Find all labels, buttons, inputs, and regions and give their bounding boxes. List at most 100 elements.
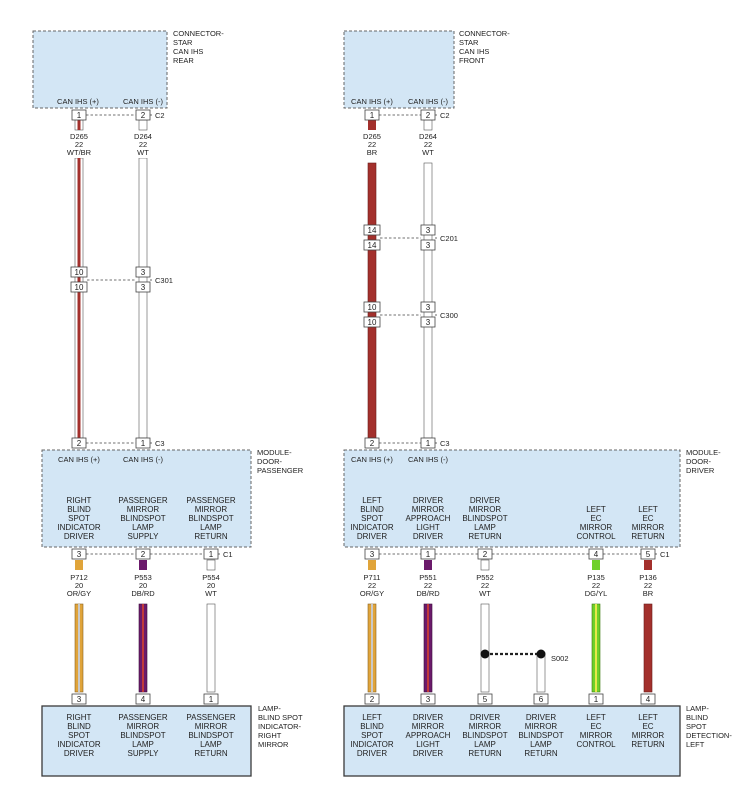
connector-c2-rear[interactable]: 1 2 C2 xyxy=(71,109,165,121)
connector-c3-driver[interactable]: 2 1 C3 xyxy=(364,437,450,449)
svg-text:P554: P554 xyxy=(202,573,220,582)
svg-text:BLINDSPOT: BLINDSPOT xyxy=(462,731,507,740)
svg-text:LAMP: LAMP xyxy=(530,740,552,749)
connector-rear-name-2: STAR xyxy=(173,38,193,47)
svg-text:CONTROL: CONTROL xyxy=(576,532,616,541)
svg-text:LAMP: LAMP xyxy=(474,740,496,749)
connector-lamp-left-pins[interactable]: 2 3 5 6 1 4 xyxy=(364,693,656,705)
wire-label-d264-right: D264 22 WT xyxy=(413,131,443,162)
wire-d265-right[interactable] xyxy=(367,162,377,439)
svg-text:LAMP: LAMP xyxy=(200,523,222,532)
svg-text:3: 3 xyxy=(426,318,431,327)
passenger-function-2: PASSENGER MIRROR BLINDSPOT LAMP SUPPLY xyxy=(118,496,167,541)
svg-text:DRIVER: DRIVER xyxy=(413,496,443,505)
svg-text:3: 3 xyxy=(77,695,82,704)
wire-label-d265-right: D265 22 BR xyxy=(357,131,387,162)
wire-p554[interactable] xyxy=(206,559,216,693)
svg-text:LEFT: LEFT xyxy=(686,740,705,749)
splice-s002-label: S002 xyxy=(551,654,569,663)
wire-d264-right[interactable] xyxy=(423,162,433,439)
svg-text:MIRROR: MIRROR xyxy=(127,505,160,514)
connector-c301[interactable]: 10 10 3 3 C301 xyxy=(70,266,173,293)
svg-text:P712: P712 xyxy=(70,573,88,582)
wire-p712[interactable] xyxy=(74,560,84,693)
wire-p552[interactable] xyxy=(480,559,490,693)
svg-text:BLIND: BLIND xyxy=(67,722,91,731)
wire-p711[interactable] xyxy=(367,560,377,693)
svg-text:MIRROR: MIRROR xyxy=(580,523,613,532)
connector-id-c1-driver: C1 xyxy=(660,550,670,559)
connector-star-can-ihs-rear[interactable]: CONNECTOR- STAR CAN IHS REAR CAN IHS (+)… xyxy=(32,29,224,109)
wire-s002-branch[interactable] xyxy=(480,649,546,693)
svg-text:D264: D264 xyxy=(419,132,437,141)
svg-text:22: 22 xyxy=(481,581,489,590)
svg-text:SPOT: SPOT xyxy=(68,731,90,740)
lamp-left-function-6: LEFT EC MIRROR RETURN xyxy=(631,713,665,749)
connector-star-can-ihs-front[interactable]: CONNECTOR- STAR CAN IHS FRONT CAN IHS (+… xyxy=(343,29,510,109)
module-door-passenger[interactable]: MODULE- DOOR- PASSENGER CAN IHS (+) CAN … xyxy=(41,448,304,548)
svg-text:SPOT: SPOT xyxy=(361,731,383,740)
svg-text:2: 2 xyxy=(370,695,375,704)
wire-p551[interactable] xyxy=(423,560,433,693)
svg-text:PASSENGER: PASSENGER xyxy=(186,496,235,505)
wire-label-p551: P551 22 DB/RD xyxy=(411,571,445,603)
svg-text:SPOT: SPOT xyxy=(686,722,707,731)
svg-text:LAMP: LAMP xyxy=(200,740,222,749)
svg-text:LAMP-: LAMP- xyxy=(258,704,281,713)
svg-text:WT/BR: WT/BR xyxy=(67,148,92,157)
svg-text:LAMP: LAMP xyxy=(474,523,496,532)
svg-text:APPROACH: APPROACH xyxy=(406,731,451,740)
wire-label-d264-left: D264 22 WT xyxy=(128,131,158,158)
connector-c2-front[interactable]: 1 2 C2 xyxy=(364,109,450,121)
connector-c3-passenger[interactable]: 2 1 C3 xyxy=(71,437,165,449)
connector-c1-driver[interactable]: 3 1 2 4 5 C1 xyxy=(364,548,670,560)
passenger-function-3: PASSENGER MIRROR BLINDSPOT LAMP RETURN xyxy=(186,496,235,541)
svg-text:LAMP: LAMP xyxy=(132,740,154,749)
wire-label-p136: P136 22 BR xyxy=(633,571,663,603)
wire-label-p553: P553 20 DB/RD xyxy=(126,571,160,603)
svg-text:BLIND: BLIND xyxy=(686,713,709,722)
connector-c1-passenger[interactable]: 3 2 1 C1 xyxy=(71,548,233,560)
module-door-driver[interactable]: MODULE- DOOR- DRIVER CAN IHS (+) CAN IHS… xyxy=(343,448,721,548)
svg-text:RETURN: RETURN xyxy=(468,532,502,541)
svg-text:LIGHT: LIGHT xyxy=(416,740,440,749)
svg-text:1: 1 xyxy=(209,695,214,704)
driver-function-3: DRIVER MIRROR BLINDSPOT LAMP RETURN xyxy=(462,496,507,541)
lamp-left-function-1: LEFT BLIND SPOT INDICATOR DRIVER xyxy=(350,713,393,758)
svg-text:MIRROR: MIRROR xyxy=(412,505,445,514)
lamp-blind-spot-indicator-right-mirror[interactable]: LAMP- BLIND SPOT INDICATOR- RIGHT MIRROR… xyxy=(41,704,303,777)
svg-text:3: 3 xyxy=(426,226,431,235)
svg-text:14: 14 xyxy=(368,226,377,235)
wire-p136[interactable] xyxy=(643,560,653,693)
svg-text:MIRROR: MIRROR xyxy=(632,731,665,740)
connector-front-pin-label-2: CAN IHS (-) xyxy=(408,97,449,106)
lamp-right-function-3: PASSENGER MIRROR BLINDSPOT LAMP RETURN xyxy=(186,713,235,758)
svg-text:D265: D265 xyxy=(70,132,88,141)
wire-d264-left[interactable] xyxy=(138,157,148,439)
lamp-blind-spot-detection-left[interactable]: LAMP- BLIND SPOT DETECTION- LEFT LEFT BL… xyxy=(343,704,732,777)
connector-id-c2-rear: C2 xyxy=(155,111,165,120)
wire-d265-left[interactable] xyxy=(74,157,84,439)
connector-c300[interactable]: 10 10 3 3 C300 xyxy=(363,301,458,328)
svg-text:EC: EC xyxy=(590,514,601,523)
svg-text:RETURN: RETURN xyxy=(194,749,228,758)
wire-p553[interactable] xyxy=(138,560,148,693)
svg-text:P711: P711 xyxy=(364,573,381,582)
connector-c201[interactable]: 14 14 3 3 C201 xyxy=(363,224,458,251)
svg-text:2: 2 xyxy=(370,439,375,448)
svg-text:10: 10 xyxy=(75,268,84,277)
svg-text:10: 10 xyxy=(368,318,377,327)
svg-text:1: 1 xyxy=(426,439,431,448)
svg-text:BLINDSPOT: BLINDSPOT xyxy=(120,731,165,740)
svg-text:DRIVER: DRIVER xyxy=(686,466,715,475)
wire-label-p135: P135 22 DG/YL xyxy=(580,571,612,603)
connector-lamp-right-pins[interactable]: 3 4 1 xyxy=(71,693,219,705)
svg-text:RETURN: RETURN xyxy=(631,740,665,749)
svg-text:WT: WT xyxy=(137,148,149,157)
driver-function-4: LEFT EC MIRROR CONTROL xyxy=(576,505,616,541)
svg-text:MODULE-: MODULE- xyxy=(686,448,721,457)
wires-layer xyxy=(74,119,653,693)
svg-text:MIRROR: MIRROR xyxy=(580,731,613,740)
svg-text:P136: P136 xyxy=(639,573,657,582)
wire-p135[interactable] xyxy=(591,560,601,693)
